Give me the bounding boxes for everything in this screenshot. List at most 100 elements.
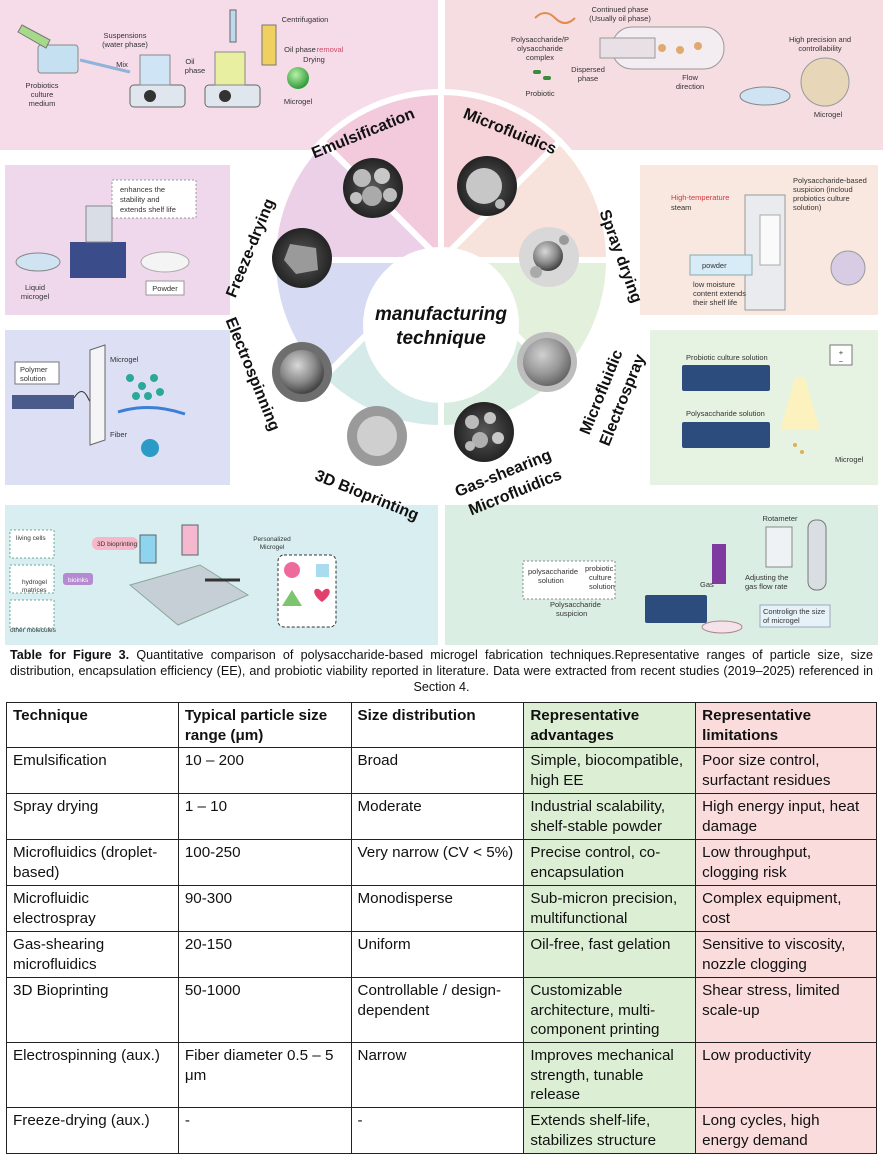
- sd-susp4: solution): [793, 203, 822, 212]
- cell-advantages: Industrial scalability, shelf-stable pow…: [523, 793, 697, 840]
- gs-poly2: solution: [538, 576, 564, 585]
- cell-particle-size: -: [177, 1107, 352, 1154]
- mf-complex: complex: [526, 53, 554, 62]
- mf-microgel: Microgel: [814, 110, 843, 119]
- header-particle-size: Typical particle size range (μm): [177, 702, 352, 748]
- cell-advantages: Customizable architecture, multi-compone…: [523, 977, 697, 1043]
- es-fiber: Fiber: [110, 430, 128, 439]
- sem-microfluidics: [457, 156, 517, 216]
- fd-note1: enhances the: [120, 185, 165, 194]
- cell-particle-size: 100-250: [177, 839, 352, 886]
- sem-emulsification: [343, 158, 403, 218]
- emul-phase: phase: [185, 66, 205, 75]
- es-polymer: Polymer: [20, 365, 48, 374]
- mf-usually-oil: (Usually oil phase): [589, 14, 651, 23]
- esp-plus: +: [839, 348, 844, 357]
- fd-liquid: Liquid: [25, 283, 45, 292]
- esp-culture: Probiotic culture solution: [686, 353, 768, 362]
- freeze-drying-illustration: enhances the stability and extends shelf…: [15, 179, 197, 301]
- sd-moist3: their shelf life: [693, 298, 737, 307]
- mf-flow: Flow: [682, 73, 698, 82]
- emul-water-phase: (water phase): [102, 40, 148, 49]
- gs-susp2: suspicion: [556, 609, 587, 618]
- mf-precision1: High precision and: [789, 35, 851, 44]
- gs-probiotic2: culture: [589, 573, 612, 582]
- cell-technique: Spray drying: [6, 793, 179, 840]
- caption-text: Quantitative comparison of polysaccharid…: [10, 648, 873, 694]
- sem-electrospray: [517, 332, 577, 392]
- cell-advantages: Extends shelf-life, stabilizes structure: [523, 1107, 697, 1154]
- cell-particle-size: Fiber diameter 0.5 – 5 μm: [177, 1042, 352, 1108]
- table-row: Spray drying 1 – 10 Moderate Industrial …: [6, 793, 877, 840]
- cell-limitations: Complex equipment, cost: [695, 885, 877, 932]
- gs-control1: Controlign the size: [763, 607, 825, 616]
- cell-size-distribution: Narrow: [350, 1042, 525, 1108]
- table-row: Emulsification 10 – 200 Broad Simple, bi…: [6, 747, 877, 794]
- sem-electrospinning: [272, 342, 332, 402]
- emul-suspensions: Suspensions: [104, 31, 147, 40]
- bp-hydrogel2: matrices: [22, 587, 47, 594]
- table-caption: Table for Figure 3. Quantitative compari…: [10, 647, 873, 695]
- cell-size-distribution: Broad: [350, 747, 525, 794]
- cell-advantages: Improves mechanical strength, tunable re…: [523, 1042, 697, 1108]
- sd-steam: steam: [671, 203, 691, 212]
- cell-particle-size: 20-150: [177, 931, 352, 978]
- gs-probiotic1: probiotic: [585, 564, 614, 573]
- cell-technique: Electrospinning (aux.): [6, 1042, 179, 1108]
- header-limitations: Representative limitations: [695, 702, 877, 748]
- cell-size-distribution: Uniform: [350, 931, 525, 978]
- cell-particle-size: 10 – 200: [177, 747, 352, 794]
- cell-advantages: Precise control, co-encapsulation: [523, 839, 697, 886]
- cell-advantages: Oil-free, fast gelation: [523, 931, 697, 978]
- cell-limitations: Low productivity: [695, 1042, 877, 1108]
- mf-continued-phase: Continued phase: [592, 5, 649, 14]
- mf-precision2: controllability: [798, 44, 842, 53]
- es-microgel: Microgel: [110, 355, 139, 364]
- bioprinting-illustration: living cells hydrogel matrices other mol…: [9, 524, 337, 634]
- cell-advantages: Simple, biocompatible, high EE: [523, 747, 697, 794]
- electrospray-illustration: Probiotic culture solution Polysaccharid…: [682, 344, 864, 464]
- gs-susp1: Polysaccharide: [550, 600, 601, 609]
- cell-technique: 3D Bioprinting: [6, 977, 179, 1043]
- cell-limitations: Long cycles, high energy demand: [695, 1107, 877, 1154]
- mf-direction: direction: [676, 82, 704, 91]
- emul-oil: Oil: [185, 57, 195, 66]
- emul-oil-phase: Oil phase: [284, 45, 316, 54]
- emul-culture: culture: [31, 90, 54, 99]
- cell-particle-size: 50-1000: [177, 977, 352, 1043]
- gs-gas: Gas: [700, 580, 714, 589]
- fd-powder: Powder: [152, 284, 178, 293]
- cell-advantages: Sub-micron precision, multifunctional: [523, 885, 697, 932]
- esp-microgel: Microgel: [835, 455, 864, 464]
- comparison-table: Technique Typical particle size range (μ…: [6, 702, 877, 1154]
- bp-living: living cells: [16, 535, 46, 542]
- cell-limitations: Poor size control, surfactant residues: [695, 747, 877, 794]
- sd-susp3: probiotics culture: [793, 194, 850, 203]
- fd-note2: stability and: [120, 195, 160, 204]
- electrospinning-illustration: Polymer solution Microgel Fiber: [12, 344, 186, 457]
- cell-limitations: High energy input, heat damage: [695, 793, 877, 840]
- gs-probiotic3: solution: [589, 582, 615, 591]
- es-solution: solution: [20, 374, 46, 383]
- gs-adjust2: gas flow rate: [745, 582, 788, 591]
- cell-particle-size: 1 – 10: [177, 793, 352, 840]
- label-freeze-drying: Freeze-drying: [223, 196, 278, 300]
- sd-powder: powder: [702, 261, 727, 270]
- emul-removal: removal: [317, 45, 344, 54]
- sd-susp2: suspicion (incloud: [793, 185, 853, 194]
- table-row: Microfluidic electrospray 90-300 Monodis…: [6, 885, 877, 932]
- emul-centrifugation: Centrifugation: [282, 15, 329, 24]
- bp-hydrogel1: hydrogel: [22, 579, 47, 586]
- sector-spray-drying[interactable]: [433, 136, 613, 263]
- table-row: 3D Bioprinting 50-1000 Controllable / de…: [6, 977, 877, 1043]
- sd-moist1: low moisture: [693, 280, 735, 289]
- table-row: Freeze-drying (aux.) - - Extends shelf-l…: [6, 1107, 877, 1154]
- table-row: Electrospinning (aux.) Fiber diameter 0.…: [6, 1042, 877, 1108]
- header-size-distribution: Size distribution: [350, 702, 525, 748]
- wheel-center-line2: technique: [396, 328, 486, 349]
- technique-wheel: manufacturing technique: [269, 88, 613, 466]
- sd-hightemp: High-temperature: [671, 193, 729, 202]
- gas-shearing-illustration: Rotameter polysaccharide solution probio…: [522, 514, 831, 634]
- gs-poly1: polysaccharide: [528, 567, 578, 576]
- cell-technique: Microfluidic electrospray: [6, 885, 179, 932]
